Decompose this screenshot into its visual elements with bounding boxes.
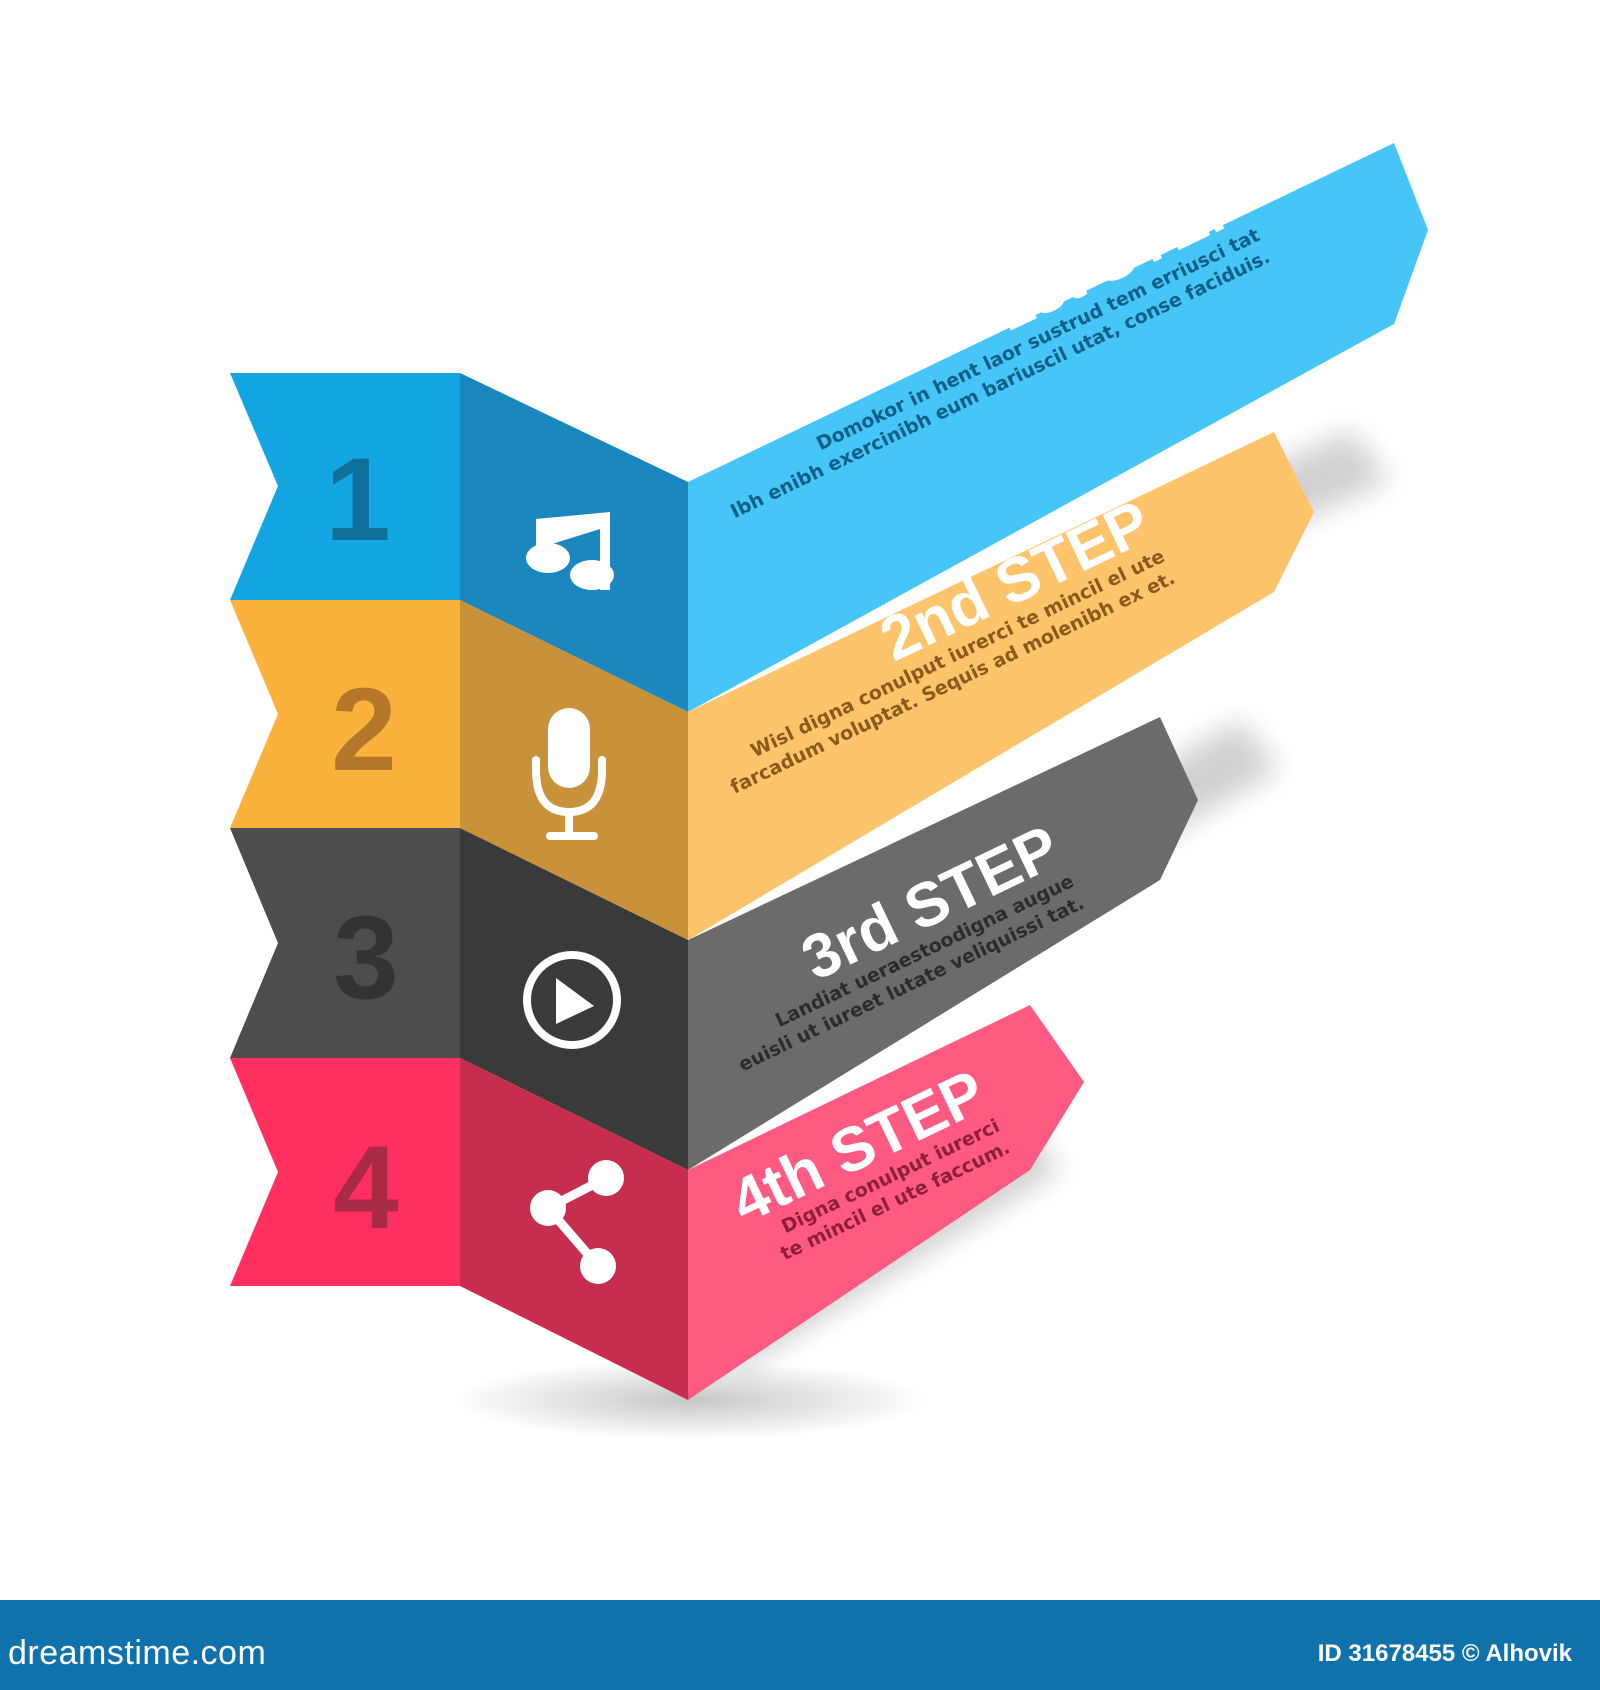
step-1: 1 1st STEP Domokor in hent laor sustrud …	[230, 143, 1428, 712]
music-note-icon	[526, 512, 614, 590]
step-3-tab	[230, 828, 460, 1058]
footer-bar: dreamstime.com ID 31678455 © Alhovik	[0, 1600, 1600, 1690]
step-2-tab	[230, 600, 460, 828]
step-4-tab	[230, 1058, 460, 1286]
footer-credit: ID 31678455 © Alhovik	[1317, 1640, 1572, 1667]
step-3-number: 3	[333, 892, 399, 1024]
steps-infographic: 1 1st STEP Domokor in hent laor sustrud …	[230, 143, 1428, 1440]
step-4-arrow	[688, 1005, 1084, 1400]
step-1-arrow	[688, 143, 1428, 712]
step-1-side	[460, 373, 688, 712]
step-2-number: 2	[331, 664, 397, 796]
step-4-side	[460, 1058, 688, 1400]
share-icon	[530, 1160, 624, 1284]
step-1-tab	[230, 373, 460, 600]
step-4-number: 4	[333, 1122, 399, 1254]
floor-shadow	[450, 1360, 930, 1440]
step-1-number: 1	[325, 434, 391, 566]
step-3-arrow	[688, 717, 1198, 1170]
play-circle-icon	[523, 951, 621, 1049]
footer-logo[interactable]: dreamstime.com	[8, 1634, 267, 1672]
microphone-icon	[532, 708, 606, 840]
step-2-arrow	[688, 432, 1314, 940]
